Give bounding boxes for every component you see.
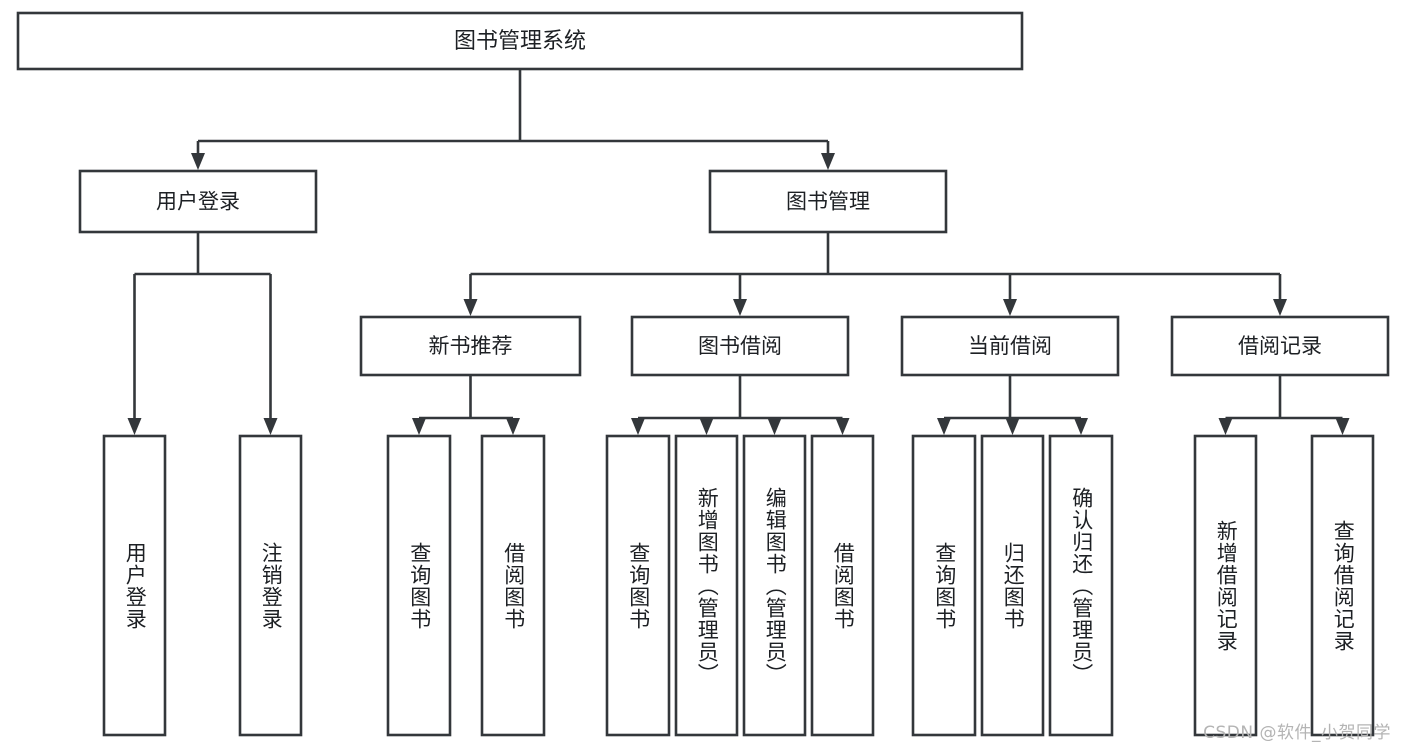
arrow-head-icon xyxy=(127,418,142,435)
node-box-current-borrow[interactable] xyxy=(900,315,1120,377)
node-box-book-borrow[interactable] xyxy=(630,315,850,377)
node-box-leaf-return-book[interactable] xyxy=(980,434,1045,737)
node-box-leaf-borrow-book-1[interactable] xyxy=(480,434,546,737)
connectors-layer xyxy=(127,69,1350,435)
node-label-book-manage: 图书管理 xyxy=(786,190,870,214)
node-box-leaf-query-book-1[interactable] xyxy=(386,434,452,737)
arrow-head-icon xyxy=(1335,418,1350,435)
node-box-new-book-recommend[interactable] xyxy=(359,315,582,377)
arrow-head-icon xyxy=(191,153,205,170)
node-label-user-login: 用户登录 xyxy=(156,190,240,214)
node-label-book-borrow: 图书借阅 xyxy=(698,334,782,358)
arrow-head-icon xyxy=(1003,299,1017,316)
arrow-head-icon xyxy=(1273,299,1287,316)
arrow-head-icon xyxy=(263,418,278,435)
node-box-leaf-user-login[interactable] xyxy=(102,434,167,737)
arrow-head-icon xyxy=(733,299,747,316)
node-box-leaf-add-book[interactable] xyxy=(674,434,739,737)
arrow-head-icon xyxy=(767,418,782,435)
node-label-root: 图书管理系统 xyxy=(454,29,586,54)
arrow-head-icon xyxy=(835,418,850,435)
arrow-head-icon xyxy=(463,299,478,316)
arrow-head-icon xyxy=(937,418,951,435)
node-box-user-login[interactable] xyxy=(78,169,318,234)
node-box-leaf-confirm-return[interactable] xyxy=(1048,434,1114,737)
node-box-leaf-borrow-book-2[interactable] xyxy=(810,434,875,737)
node-box-leaf-query-book-2[interactable] xyxy=(605,434,671,737)
node-box-book-manage[interactable] xyxy=(708,169,948,234)
node-label-new-book-recommend: 新书推荐 xyxy=(429,334,513,358)
arrow-head-icon xyxy=(1218,418,1233,435)
arrow-head-icon xyxy=(1005,418,1020,435)
node-label-borrow-record: 借阅记录 xyxy=(1238,334,1322,358)
arrow-head-icon xyxy=(506,418,520,435)
arrow-head-icon xyxy=(1074,418,1088,435)
watermark-text: CSDN @软件_小贺同学 xyxy=(1203,723,1391,743)
node-box-leaf-query-record[interactable] xyxy=(1310,434,1375,737)
arrow-head-icon xyxy=(821,153,835,170)
node-box-leaf-logout-login[interactable] xyxy=(238,434,303,737)
node-box-borrow-record[interactable] xyxy=(1170,315,1390,377)
node-box-leaf-query-book-3[interactable] xyxy=(911,434,977,737)
node-box-root[interactable] xyxy=(16,11,1024,71)
node-label-current-borrow: 当前借阅 xyxy=(968,334,1052,358)
node-box-leaf-edit-book[interactable] xyxy=(742,434,807,737)
node-box-leaf-add-record[interactable] xyxy=(1193,434,1258,737)
arrow-head-icon xyxy=(412,418,426,435)
boxes-layer xyxy=(16,11,1390,737)
arrow-head-icon xyxy=(699,418,714,435)
arrow-head-icon xyxy=(631,418,645,435)
